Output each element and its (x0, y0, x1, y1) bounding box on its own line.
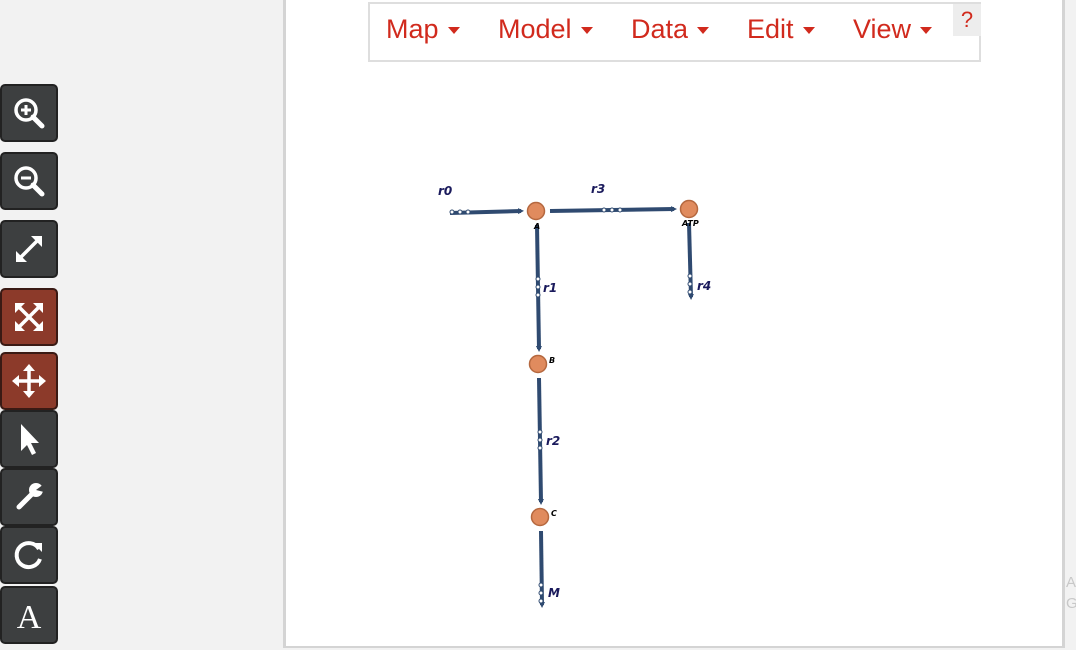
caret-down-icon (920, 27, 933, 34)
reaction-label-r1[interactable]: r1 (543, 281, 557, 295)
metabolite-label-ATP[interactable]: ATP (681, 219, 699, 228)
caret-down-icon (580, 27, 593, 34)
reaction-midmarker[interactable] (538, 590, 544, 596)
reaction-midmarker[interactable] (465, 209, 471, 215)
reaction-label-r2[interactable]: r2 (546, 434, 560, 448)
reaction-midmarker[interactable] (687, 273, 693, 279)
metabolite-label-C[interactable]: C (551, 509, 557, 518)
reaction-midmarker[interactable] (535, 292, 541, 298)
select-pointer-icon (21, 424, 39, 455)
menu-bar (368, 2, 981, 62)
map-canvas[interactable] (283, 0, 1065, 648)
svg-text:A: A (17, 599, 42, 633)
text-label-button[interactable]: A (0, 586, 58, 644)
menu-model-label: Model (498, 13, 572, 44)
zoom-extent-icon (16, 236, 42, 262)
reaction-midmarker[interactable] (609, 207, 615, 213)
reaction-label-r3[interactable]: r3 (591, 182, 605, 196)
metabolite-node-C[interactable] (530, 507, 550, 527)
caret-down-icon (697, 27, 710, 34)
menu-data-label: Data (631, 13, 689, 44)
zoom-out-button[interactable] (0, 152, 58, 210)
menu-map[interactable]: Map (386, 0, 460, 58)
caret-down-icon (802, 27, 815, 34)
reaction-midmarker[interactable] (617, 207, 623, 213)
menu-model[interactable]: Model (498, 0, 593, 58)
zoom-in-icon (14, 98, 45, 129)
menu-view-label: View (853, 13, 912, 44)
fit-canvas-icon (15, 303, 43, 331)
menu-view[interactable]: View (853, 0, 933, 58)
zoom-in-button[interactable] (0, 84, 58, 142)
reaction-midmarker[interactable] (535, 276, 541, 282)
pan-icon (12, 364, 46, 398)
reaction-midmarker[interactable] (537, 429, 543, 435)
menu-edit[interactable]: Edit (747, 0, 815, 58)
edge-overflow-text: A G (1066, 572, 1076, 614)
refresh-icon (14, 541, 42, 570)
reaction-label-rM[interactable]: M (548, 586, 560, 600)
menu-map-label: Map (386, 13, 439, 44)
metabolite-node-B[interactable] (528, 354, 548, 374)
refresh-button[interactable] (0, 526, 58, 584)
reaction-label-r0[interactable]: r0 (438, 184, 452, 198)
reaction-midmarker[interactable] (538, 598, 544, 604)
reaction-midmarker[interactable] (601, 207, 607, 213)
reaction-midmarker[interactable] (538, 582, 544, 588)
reaction-midmarker[interactable] (537, 437, 543, 443)
rotate-wrench-icon (16, 483, 44, 510)
select-button[interactable] (0, 410, 58, 468)
reaction-midmarker[interactable] (449, 209, 455, 215)
rotate-button[interactable] (0, 468, 58, 526)
reaction-midmarker[interactable] (535, 284, 541, 290)
reaction-midmarker[interactable] (687, 281, 693, 287)
zoom-extent-button[interactable] (0, 220, 58, 278)
zoom-out-icon (14, 166, 45, 197)
metabolite-label-A[interactable]: A (533, 222, 540, 231)
menu-edit-label: Edit (747, 13, 794, 44)
text-label-icon: A (17, 599, 42, 633)
metabolite-label-B[interactable]: B (549, 356, 555, 365)
help-button[interactable]: ? (953, 4, 981, 36)
caret-down-icon (447, 27, 460, 34)
edge-text-line: A (1066, 574, 1076, 591)
metabolite-node-ATP[interactable] (679, 199, 699, 219)
reaction-label-r4[interactable]: r4 (697, 279, 711, 293)
pan-button[interactable] (0, 352, 58, 410)
edge-text-line: G (1066, 595, 1076, 612)
reaction-midmarker[interactable] (457, 209, 463, 215)
metabolite-node-A[interactable] (526, 201, 546, 221)
fit-canvas-button[interactable] (0, 288, 58, 346)
reaction-midmarker[interactable] (687, 289, 693, 295)
menu-data[interactable]: Data (631, 0, 710, 58)
reaction-midmarker[interactable] (537, 445, 543, 451)
